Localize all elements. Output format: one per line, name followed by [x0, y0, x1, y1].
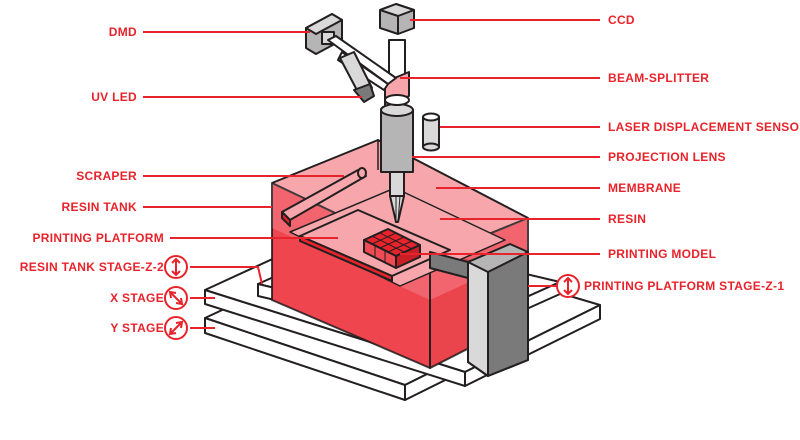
- label-uv-led: UV LED: [91, 90, 137, 104]
- label-printing-model: PRINTING MODEL: [608, 247, 717, 261]
- dmd-chip: [305, 13, 343, 55]
- label-resin: RESIN: [608, 212, 647, 226]
- label-beam-splitter: BEAM-SPLITTER: [608, 71, 710, 85]
- label-resin-tank: RESIN TANK: [61, 200, 137, 214]
- vertical-arrows-icon: [164, 255, 188, 279]
- laser-displacement-sensor: [422, 112, 440, 152]
- scraper: [281, 167, 367, 227]
- label-membrane: MEMBRANE: [608, 181, 682, 195]
- label-x-stage: X STAGE: [110, 291, 164, 305]
- leader-resin-tank-stage: [190, 266, 263, 285]
- label-printing-platform: PRINTING PLATFORM: [32, 231, 164, 245]
- ccd-camera: [379, 3, 415, 35]
- leader-lines: [143, 19, 600, 329]
- beam-splitter-assembly: [384, 39, 410, 107]
- vertical-arrows-icon: [556, 274, 580, 298]
- label-dmd: DMD: [108, 25, 137, 39]
- label-platform-stage: PRINTING PLATFORM STAGE-Z-1: [584, 279, 785, 293]
- label-ccd: CCD: [608, 13, 635, 27]
- projection-lens: [380, 103, 414, 223]
- label-projection-lens: PROJECTION LENS: [608, 150, 726, 164]
- label-scraper: SCRAPER: [76, 169, 137, 183]
- label-laser-sensor: LASER DISPLACEMENT SENSOR: [608, 120, 800, 134]
- platform-stage-column: [429, 243, 529, 377]
- label-y-stage: Y STAGE: [110, 321, 164, 335]
- diagonal-arrows-icon: [164, 316, 188, 340]
- diagonal-arrows-icon: [164, 286, 188, 310]
- printing-model: [363, 228, 421, 269]
- label-resin-tank-stage: RESIN TANK STAGE-Z-2: [19, 260, 164, 274]
